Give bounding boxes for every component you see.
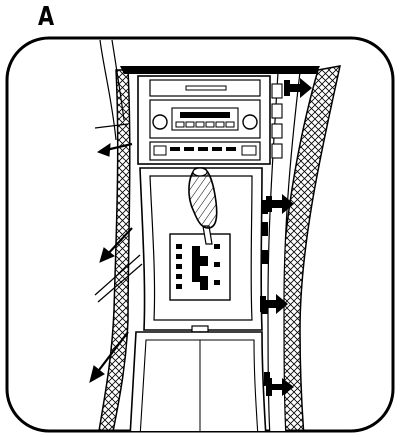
panel-label: A [38,2,55,32]
volume-knob-icon [152,114,168,130]
audio-head-unit [137,75,271,165]
left-trim-panel [97,69,131,431]
lower-console [129,325,267,431]
right-trim-panel [278,65,341,431]
push-arrow-icon [89,142,133,384]
center-stack-switches [271,83,283,159]
console-top-bezel [120,66,320,74]
pull-arrow-icon [260,78,312,396]
tune-knob-icon [242,114,258,130]
gear-selector [169,233,231,301]
shift-knob [188,167,218,245]
